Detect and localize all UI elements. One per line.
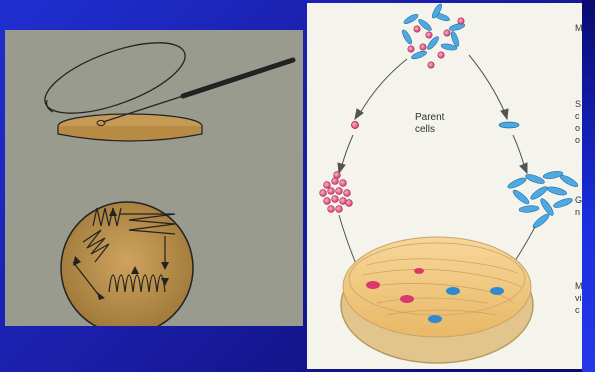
colony-blue	[490, 287, 504, 295]
side-text-4: o	[575, 123, 580, 133]
side-text-7: n	[575, 207, 580, 217]
side-text-6: G	[575, 195, 582, 205]
parent-cell-red	[351, 121, 358, 128]
streaked-plate-top-view	[61, 202, 193, 326]
colony-isolation-figure: Parent cells M S c o o G n M vi c	[307, 3, 582, 369]
dividing-cells-blue	[507, 170, 580, 230]
colony-isolation-drawing	[307, 3, 582, 369]
colony-red	[366, 281, 380, 289]
colony-red	[400, 295, 414, 303]
colony-red	[414, 268, 424, 274]
slide-right-edge	[582, 0, 595, 372]
parent-cells-label-text: Parent cells	[415, 112, 444, 135]
mixed-culture-cluster	[401, 3, 466, 68]
side-text-3: c	[575, 111, 580, 121]
side-text-8: M	[575, 281, 582, 291]
side-text-2: S	[575, 99, 581, 109]
parent-cells-label: Parent cells	[415, 112, 457, 136]
agar-plate-with-colonies	[341, 237, 533, 363]
petri-dish-lid	[37, 30, 194, 128]
parent-cell-blue	[499, 122, 519, 128]
colony-blue	[428, 315, 442, 323]
side-text-9: vi	[575, 293, 582, 303]
dividing-cells-red	[320, 172, 353, 213]
side-text-10: c	[575, 305, 580, 315]
streak-plate-drawing	[5, 30, 303, 326]
petri-dish-base	[58, 114, 202, 141]
colony-blue	[446, 287, 460, 295]
arrows-to-dividing-cells	[338, 135, 527, 173]
side-text-1: M	[575, 23, 582, 33]
streak-plate-figure	[5, 30, 303, 326]
side-text-5: o	[575, 135, 580, 145]
